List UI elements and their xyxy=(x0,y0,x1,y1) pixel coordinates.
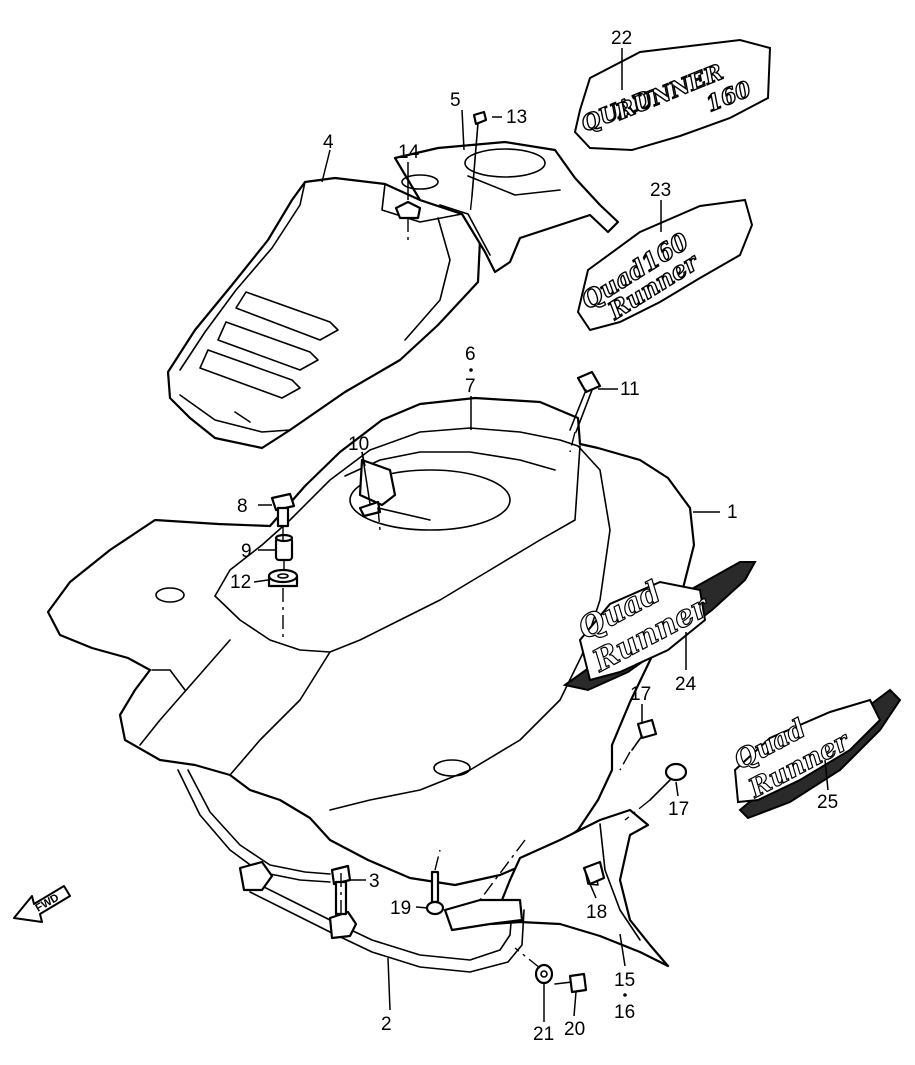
bolt-part-17-lower xyxy=(649,762,688,801)
callout-11: 11 xyxy=(620,379,640,400)
bolt-part-8 xyxy=(270,492,296,528)
callout-21: 21 xyxy=(533,1024,554,1045)
clip-part-18 xyxy=(582,860,606,886)
callout-3: 3 xyxy=(369,871,380,892)
grab-bar-part xyxy=(177,769,525,973)
emblem-part-22: QUAD RUNNER 160 xyxy=(573,38,772,152)
callout-7: 7 xyxy=(465,376,476,397)
callout-17-upper: 17 xyxy=(630,684,651,705)
callout-1: 1 xyxy=(727,502,738,523)
front-cover-part xyxy=(393,140,620,274)
callout-2: 2 xyxy=(381,1014,392,1035)
grommet-part-12 xyxy=(267,568,299,588)
callout-20: 20 xyxy=(564,1019,585,1040)
callouts: 1 2 3 4 5 6 7 8 9 10 11 12 13 14 15 16 1… xyxy=(230,28,838,1045)
callout-16: 16 xyxy=(614,1002,635,1023)
cap-part-14 xyxy=(394,200,422,220)
bolt-part-11 xyxy=(569,370,602,433)
separator-dot-15-16 xyxy=(623,993,627,997)
callout-23: 23 xyxy=(650,180,671,201)
collar-part-9 xyxy=(274,533,294,562)
callout-24: 24 xyxy=(675,674,697,695)
callout-14: 14 xyxy=(398,142,420,163)
bolt-part-17-upper xyxy=(631,718,658,751)
leader-lines xyxy=(253,48,829,1022)
callout-19: 19 xyxy=(390,898,411,919)
washer-part-21 xyxy=(534,963,554,985)
callout-12: 12 xyxy=(230,572,251,593)
callout-25: 25 xyxy=(817,792,838,813)
callout-17-lower: 17 xyxy=(668,799,689,820)
callout-15: 15 xyxy=(614,970,635,991)
callout-22: 22 xyxy=(611,28,632,49)
separator-dot-6-7 xyxy=(469,368,473,372)
callout-18: 18 xyxy=(586,902,607,923)
bolt-part-20 xyxy=(554,972,588,994)
forward-arrow-icon: FWD xyxy=(13,885,71,923)
callout-13: 13 xyxy=(506,107,527,128)
screw-part-13 xyxy=(471,110,488,197)
callout-6: 6 xyxy=(465,344,476,365)
callout-4: 4 xyxy=(323,132,334,153)
emblem-part-25: Quad Runner xyxy=(729,688,902,820)
callout-10: 10 xyxy=(348,434,369,455)
callout-9: 9 xyxy=(241,541,252,562)
callout-5: 5 xyxy=(450,90,461,111)
fwd-label: FWD xyxy=(34,892,62,915)
callout-8: 8 xyxy=(237,496,248,517)
